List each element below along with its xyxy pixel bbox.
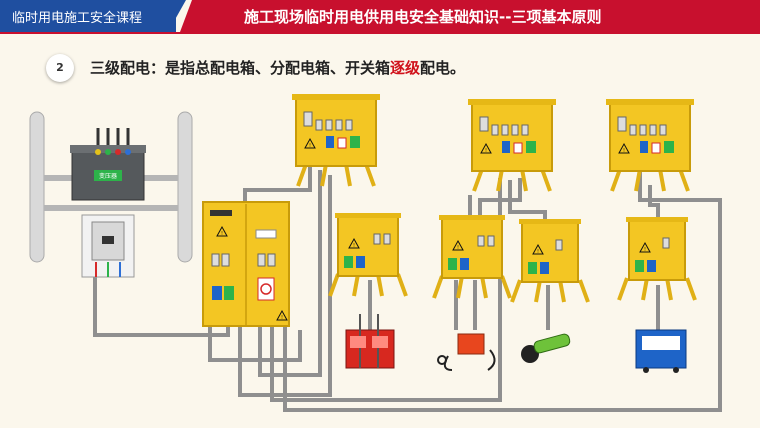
main-distribution-box xyxy=(203,202,289,326)
welder-icon xyxy=(438,334,495,370)
grinder-icon xyxy=(521,333,571,363)
blue-machine-icon xyxy=(636,330,686,373)
distribution-box-3 xyxy=(606,99,694,191)
transformer-label: 变压器 xyxy=(99,172,117,180)
distribution-box-2 xyxy=(468,99,556,191)
transformer: 变压器 xyxy=(30,112,192,277)
distribution-box-1 xyxy=(292,94,380,186)
